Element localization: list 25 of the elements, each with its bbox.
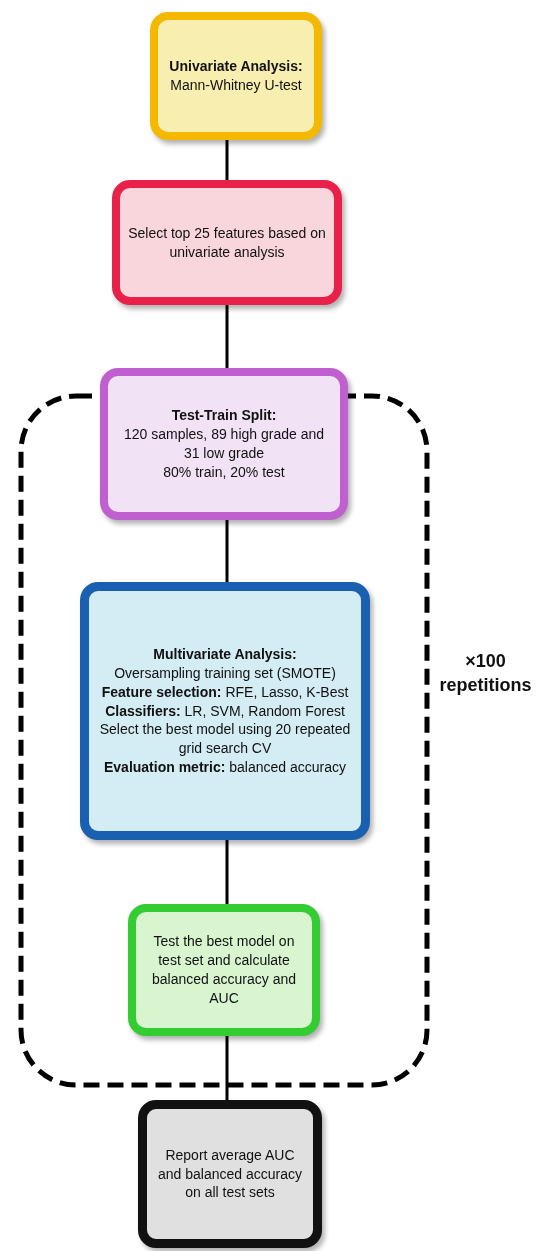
- repetition-note: ×100 repetitions: [438, 650, 533, 697]
- box-heading: Test-Train Split:: [171, 406, 277, 426]
- box-text: 80% train, 20% test: [163, 462, 285, 482]
- box-text: 120 samples, 89 high grade and 31 low grade: [122, 425, 325, 463]
- box-text: Select top 25 features based on univariate analysis: [128, 223, 326, 262]
- connector-line: [225, 140, 229, 180]
- connector-line: [225, 840, 229, 904]
- connector-line: [225, 305, 229, 368]
- process-box: [100, 368, 348, 520]
- connector-line: [225, 520, 229, 582]
- box-heading: Univariate Analysis:: [169, 57, 303, 76]
- box-text: Evaluation metric: balanced accuracy: [104, 758, 346, 778]
- process-box: [112, 180, 342, 305]
- process-box: [80, 582, 370, 840]
- box-text: Mann-Whitney U-test: [170, 76, 302, 95]
- box-text: Oversampling training set (SMOTE): [114, 663, 336, 683]
- connector-line: [225, 1036, 229, 1100]
- process-box: [150, 12, 322, 140]
- process-box: [138, 1100, 322, 1248]
- box-text: Classifiers: LR, SVM, Random Forest: [105, 701, 345, 721]
- box-text: Test the best model on test set and calculate balanced accuracy and AUC: [151, 932, 297, 1008]
- box-heading: Multivariate Analysis:: [153, 644, 297, 664]
- box-text: Feature selection: RFE, Lasso, K-Best: [101, 682, 349, 702]
- process-box: [128, 904, 320, 1036]
- box-text: Report average AUC and balanced accuracy on all test sets: [157, 1145, 303, 1203]
